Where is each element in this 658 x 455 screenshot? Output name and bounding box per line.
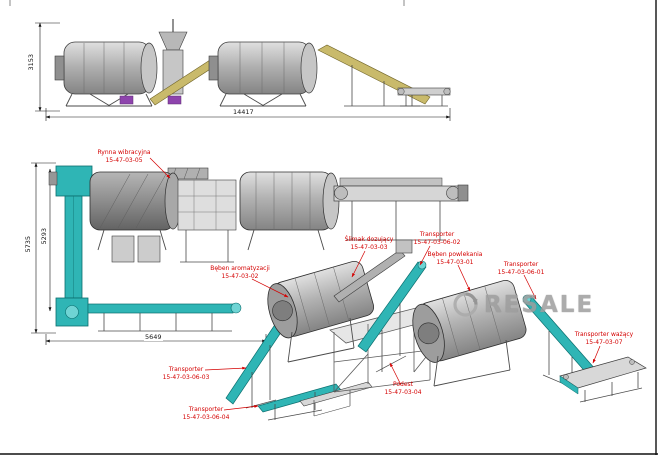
callout-code: 15-47-03-03 — [350, 243, 388, 251]
callout-name: Transporter — [168, 366, 204, 373]
leader-beben-aromatyzacji — [251, 278, 289, 298]
dim-front-height-inner: 5293 — [40, 228, 48, 245]
front-elevation-view — [31, 162, 469, 345]
iso-drum-b-stand — [433, 339, 511, 387]
side-dimension-lines — [35, 22, 451, 121]
callout-transporter-06-04: Transporter 15-47-03-06-04 — [183, 406, 230, 421]
iso-weighing-conveyor — [559, 356, 647, 403]
callout-beben-powlekania: Bęben powlekania 15-47-03-01 — [428, 251, 483, 266]
callout-leader-lines — [149, 157, 601, 411]
iso-drum-coating — [412, 280, 527, 363]
watermark-text: RESALE — [484, 291, 595, 318]
callout-podest: Podest 15-47-03-04 — [384, 381, 421, 396]
callout-name: Transporter — [503, 261, 539, 268]
dim-front-height-outer: 5735 — [24, 236, 32, 253]
front-dimension-lines — [31, 162, 267, 345]
callout-transporter-06-01: Transporter 15-47-03-06-01 — [498, 261, 545, 276]
callout-transporter-wazacy: Transporter ważący 15-47-03-07 — [575, 331, 633, 346]
leader-transporter-06-01 — [523, 274, 537, 300]
callout-code: 15-47-03-01 — [436, 258, 474, 266]
front-discharge-conveyor — [333, 177, 469, 241]
front-transfer-frame — [177, 179, 237, 263]
iso-conveyor-06-04 — [257, 383, 342, 421]
resale-watermark: RESALE — [452, 291, 594, 318]
leader-transporter-06-03 — [204, 366, 247, 371]
callout-code: 15-47-03-06-04 — [182, 413, 230, 421]
iso-screw-feeder — [333, 239, 413, 303]
iso-conveyor-06-02 — [357, 260, 427, 373]
side-elevation-view — [35, 19, 451, 121]
callout-name: Transporter — [419, 231, 455, 238]
side-purple-unit-2 — [167, 95, 182, 105]
leader-rynna-wibracyjna — [149, 157, 171, 179]
callout-code: 15-47-03-04 — [384, 388, 422, 396]
callout-name: Transporter ważący — [574, 331, 634, 338]
side-purple-unit-1 — [119, 95, 134, 105]
callout-name: Ślimak dozujący — [344, 236, 394, 243]
leader-podest — [389, 362, 402, 386]
front-floor-conveyor — [87, 302, 242, 332]
dim-front-width: 5649 — [144, 333, 163, 341]
leader-slimak-dozujacy — [351, 250, 366, 278]
callout-name: Rynna wibracyjna — [97, 149, 151, 156]
callout-rynna-wibracyjna: Rynna wibracyjna 15-47-03-05 — [97, 149, 150, 164]
callout-code: 15-47-03-07 — [585, 338, 623, 346]
callout-code: 15-47-03-06-03 — [162, 373, 210, 381]
side-drum-coating — [208, 41, 318, 107]
callout-code: 15-47-03-02 — [221, 272, 259, 280]
resale-logo-icon — [453, 292, 478, 317]
callout-beben-aromatyzacji: Bęben aromatyzacji 15-47-03-02 — [210, 265, 270, 280]
leader-transporter-06-02 — [419, 245, 431, 266]
front-drum-coating — [239, 171, 340, 251]
leader-transporter-wazacy — [592, 345, 601, 364]
front-drum-aromatization — [89, 171, 182, 251]
side-outfeed-conveyor — [397, 87, 451, 107]
callout-transporter-06-03: Transporter 15-47-03-06-03 — [163, 366, 210, 381]
iso-drum-aromatization — [267, 261, 375, 339]
front-control-cabinets — [111, 235, 161, 263]
dim-side-height: 3153 — [27, 54, 35, 71]
callout-code: 15-47-03-06-02 — [413, 238, 461, 246]
front-bucket-elevator — [48, 165, 93, 327]
isometric-view — [225, 239, 647, 421]
callout-code: 15-47-03-06-01 — [497, 268, 545, 276]
callout-transporter-06-02: Transporter 15-47-03-06-02 — [414, 231, 461, 246]
side-descending-conveyor — [317, 44, 431, 107]
callout-name: Bęben aromatyzacji — [210, 265, 270, 272]
callout-name: Transporter — [188, 406, 224, 413]
iso-drum-a-stand — [287, 317, 355, 363]
callout-name: Bęben powlekania — [427, 251, 483, 258]
callout-name: Podest — [392, 381, 414, 388]
leader-transporter-06-04 — [223, 404, 259, 411]
dim-side-width: 14417 — [232, 108, 255, 116]
leader-beben-powlekania — [457, 264, 471, 292]
callout-slimak-dozujacy: Ślimak dozujący 15-47-03-03 — [345, 236, 394, 251]
side-drum-aromatization — [54, 41, 158, 107]
callout-code: 15-47-03-05 — [105, 156, 143, 164]
